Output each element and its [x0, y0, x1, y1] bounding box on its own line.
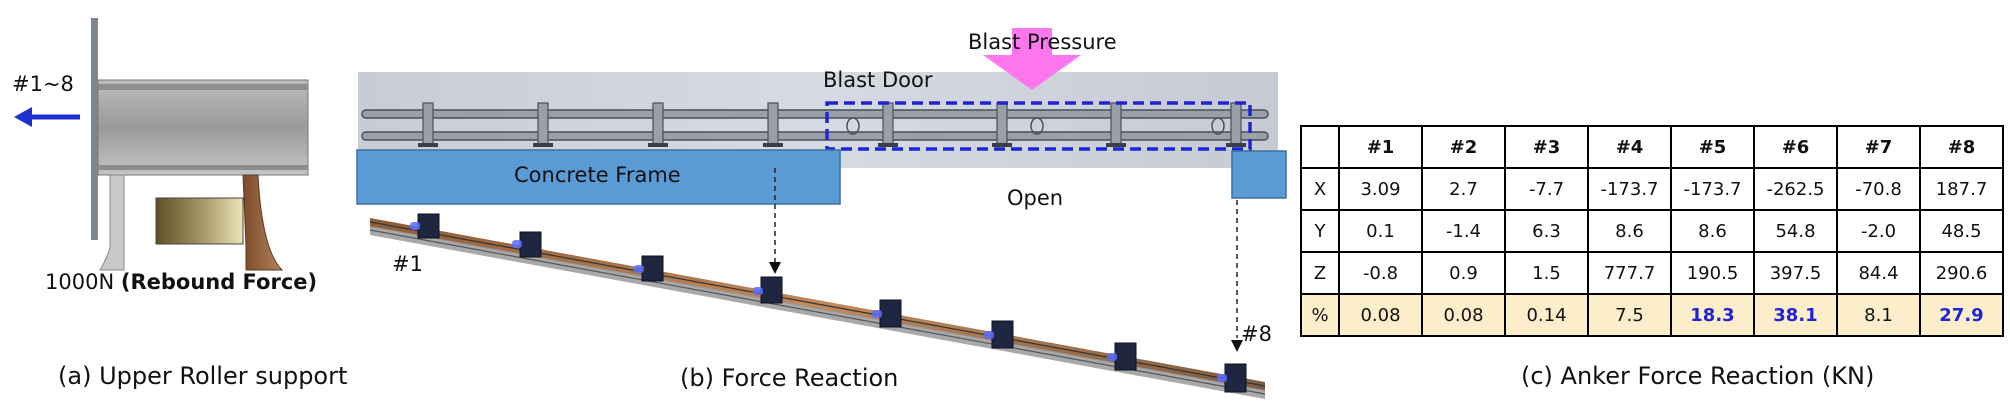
- column-header: #3: [1504, 125, 1589, 169]
- force-reaction-drawing: [356, 28, 1287, 399]
- table-cell: 0.08: [1338, 293, 1423, 337]
- table-cell: 54.8: [1753, 209, 1838, 253]
- table-cell: 8.6: [1670, 209, 1755, 253]
- roller-block: [155, 197, 244, 245]
- force-name: (Rebound Force): [120, 270, 318, 294]
- right-bracket: [242, 174, 284, 271]
- table-cell: 38.1: [1753, 293, 1838, 337]
- column-header: #7: [1836, 125, 1921, 169]
- rebound-force-label: 1000N (Rebound Force): [45, 270, 317, 294]
- inclined-anchor-rail: [369, 218, 1266, 399]
- table-cell: 0.14: [1504, 293, 1589, 337]
- column-header: #4: [1587, 125, 1672, 169]
- concrete-frame-right: [1231, 150, 1287, 199]
- table-cell: -7.7: [1504, 167, 1589, 211]
- table-cell: 8.6: [1587, 209, 1672, 253]
- table-cell: -262.5: [1753, 167, 1838, 211]
- upper-beam: [97, 79, 309, 176]
- table-cell: 1.5: [1504, 251, 1589, 295]
- table-cell: 190.5: [1670, 251, 1755, 295]
- concrete-frame-label: Concrete Frame: [514, 163, 681, 187]
- dashed-highlight-box: [825, 101, 1252, 151]
- lower-rail: [361, 131, 1269, 141]
- blast-pressure-label: Blast Pressure: [968, 30, 1117, 54]
- anchor-markers: [410, 222, 1227, 382]
- table-cell: 7.5: [1587, 293, 1672, 337]
- table-cell: 0.9: [1421, 251, 1506, 295]
- table-cell: 290.6: [1919, 251, 2004, 295]
- table-cell: 27.9: [1919, 293, 2004, 337]
- table-cell: 777.7: [1587, 251, 1672, 295]
- table-cell: 2.7: [1421, 167, 1506, 211]
- upper-rail: [361, 109, 1269, 119]
- table-cell: 84.4: [1836, 251, 1921, 295]
- anchor-range-label: #1~8: [12, 72, 74, 96]
- down-arrow-8: [1231, 340, 1243, 352]
- caption-c: (c) Anker Force Reaction (KN): [1521, 362, 1875, 390]
- column-header: #8: [1919, 125, 2004, 169]
- open-label: Open: [1007, 186, 1064, 210]
- blast-door-label: Blast Door: [823, 68, 933, 92]
- door-posts: [422, 102, 1242, 146]
- table-cell: -0.8: [1338, 251, 1423, 295]
- roller-support-drawing: [14, 18, 309, 271]
- table-header-row: #1#2#3#4#5#6#7#8: [1300, 125, 2004, 169]
- row-label: X: [1300, 167, 1340, 211]
- table-cell: 0.1: [1338, 209, 1423, 253]
- table-cell: 187.7: [1919, 167, 2004, 211]
- panel-upper-roller-support: #1~8 1000N (Rebound Force) (a) Upper Rol…: [0, 0, 347, 404]
- table-corner-cell: [1300, 125, 1340, 169]
- table-cell: 0.08: [1421, 293, 1506, 337]
- column-header: #1: [1338, 125, 1423, 169]
- table-cell: 3.09: [1338, 167, 1423, 211]
- table-cell: 18.3: [1670, 293, 1755, 337]
- table-cell: -173.7: [1670, 167, 1755, 211]
- anchor-last-label: #8: [1241, 322, 1272, 346]
- left-bracket: [99, 174, 125, 271]
- panel-force-reaction: Blast Pressure Blast Door Concrete Frame…: [340, 0, 1290, 404]
- table-cell: -173.7: [1587, 167, 1672, 211]
- force-value: 1000N: [45, 270, 115, 294]
- anchor-blocks: [417, 213, 1247, 393]
- door-ovals: [846, 117, 1225, 135]
- vertical-plate: [91, 18, 98, 240]
- caption-a: (a) Upper Roller support: [58, 362, 348, 390]
- concrete-frame: [356, 149, 841, 205]
- column-header: #6: [1753, 125, 1838, 169]
- column-header: #5: [1670, 125, 1755, 169]
- table-cell: 6.3: [1504, 209, 1589, 253]
- row-label: Z: [1300, 251, 1340, 295]
- table-cell: 8.1: [1836, 293, 1921, 337]
- row-label: Y: [1300, 209, 1340, 253]
- anchor-first-label: #1: [392, 252, 423, 276]
- column-header: #2: [1421, 125, 1506, 169]
- post-feet: [418, 143, 1246, 147]
- table-cell: -70.8: [1836, 167, 1921, 211]
- table-cell: 397.5: [1753, 251, 1838, 295]
- blast-pressure-arrow: [983, 28, 1081, 90]
- table-cell: 48.5: [1919, 209, 2004, 253]
- table-cell: -2.0: [1836, 209, 1921, 253]
- rebound-arrow: [14, 107, 32, 127]
- row-label: %: [1300, 293, 1340, 337]
- caption-b: (b) Force Reaction: [680, 364, 899, 392]
- down-arrow-4: [769, 262, 781, 274]
- table-cell: -1.4: [1421, 209, 1506, 253]
